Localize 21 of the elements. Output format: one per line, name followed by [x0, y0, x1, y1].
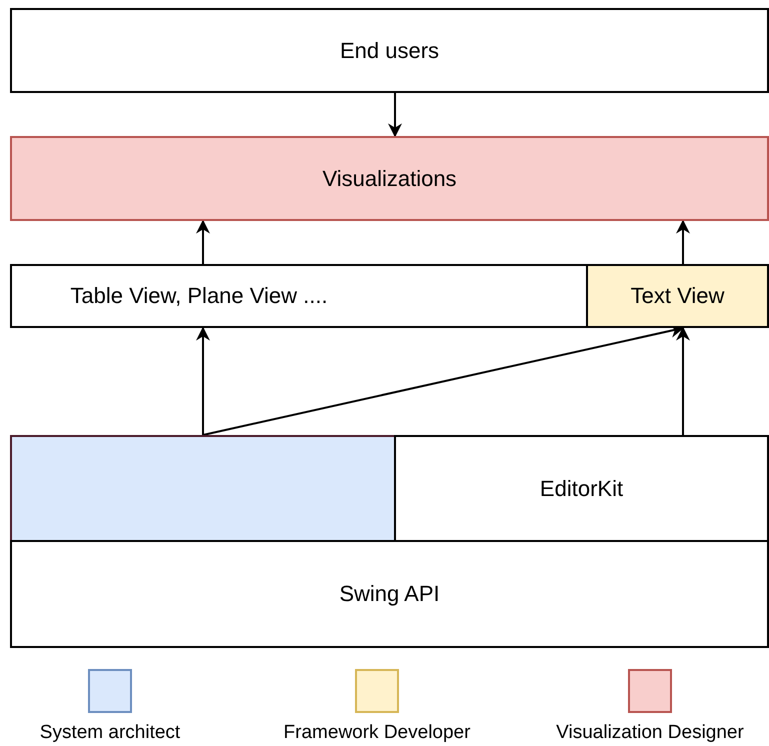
arrow: [676, 326, 690, 435]
legend-label: Visualization Designer: [556, 722, 744, 744]
layer-box: [10, 136, 769, 221]
legend-label: Framework Developer: [284, 722, 470, 744]
box-label: Table View, Plane View ....: [70, 283, 328, 309]
box-label: Swing API: [339, 581, 440, 607]
box-label: EditorKit: [540, 476, 624, 502]
arrow: [196, 220, 210, 264]
layer-box: [10, 540, 769, 648]
arrow: [196, 326, 210, 435]
box-label: Text View: [630, 283, 724, 309]
component-box: [10, 435, 396, 542]
arrow: [388, 93, 402, 138]
layer-box: [10, 8, 769, 93]
legend-label: System architect: [40, 722, 180, 744]
arrow: [676, 220, 690, 264]
component-box: [586, 264, 769, 328]
box-label: End users: [340, 38, 440, 64]
component-box: [394, 435, 769, 542]
box-label: Visualizations: [322, 166, 457, 192]
component-box: [10, 264, 588, 328]
